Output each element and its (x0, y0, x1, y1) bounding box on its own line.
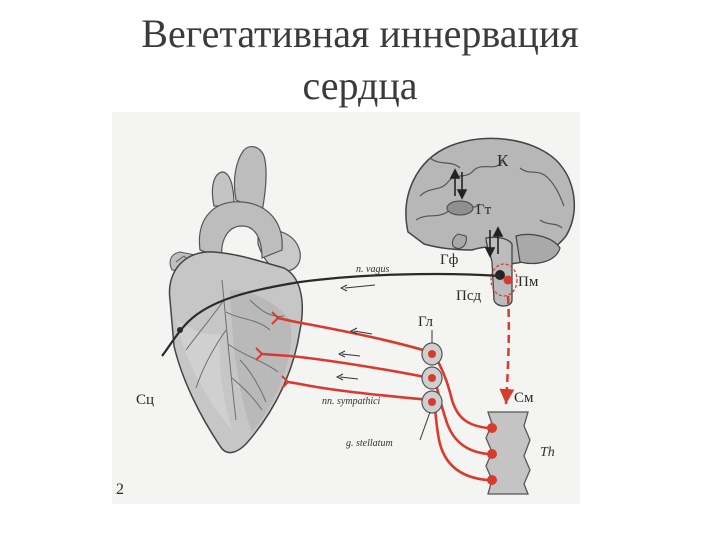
label-pituitary: Гф (440, 252, 459, 268)
slide-title: Вегетативная иннервация сердца (0, 8, 720, 112)
label-hypothalamus: Гт (476, 202, 492, 218)
label-vagus: n. vagus (356, 264, 389, 275)
descending-pathway (499, 295, 515, 405)
label-sympathetic: nn. sympathici (322, 396, 381, 407)
sympathetic-fibers (261, 316, 489, 482)
label-medulla: Пм (518, 274, 539, 290)
label-stellate: g. stellatum (346, 438, 393, 449)
vagus-terminal (177, 327, 183, 333)
vagus-arrow (344, 284, 376, 289)
label-brain: К (497, 151, 509, 170)
label-heart: Сц (136, 392, 154, 408)
sympathetic-ganglia (421, 330, 443, 414)
label-vagal-nucleus: Псд (456, 288, 481, 304)
title-line-1: Вегетативная иннервация (141, 11, 579, 56)
title-line-2: сердца (302, 63, 418, 108)
figure-number: 2 (116, 481, 124, 498)
brain-illustration (405, 137, 576, 307)
sympathetic-arrows (335, 327, 373, 381)
sympathetic-endings (255, 311, 289, 389)
label-thoracic: Th (540, 445, 555, 460)
label-spinal-cord: См (514, 390, 534, 406)
label-ganglia: Гл (418, 314, 434, 330)
spinal-cord-segment (485, 411, 531, 495)
stellate-pointer (419, 411, 431, 441)
heart-illustration (168, 146, 303, 454)
